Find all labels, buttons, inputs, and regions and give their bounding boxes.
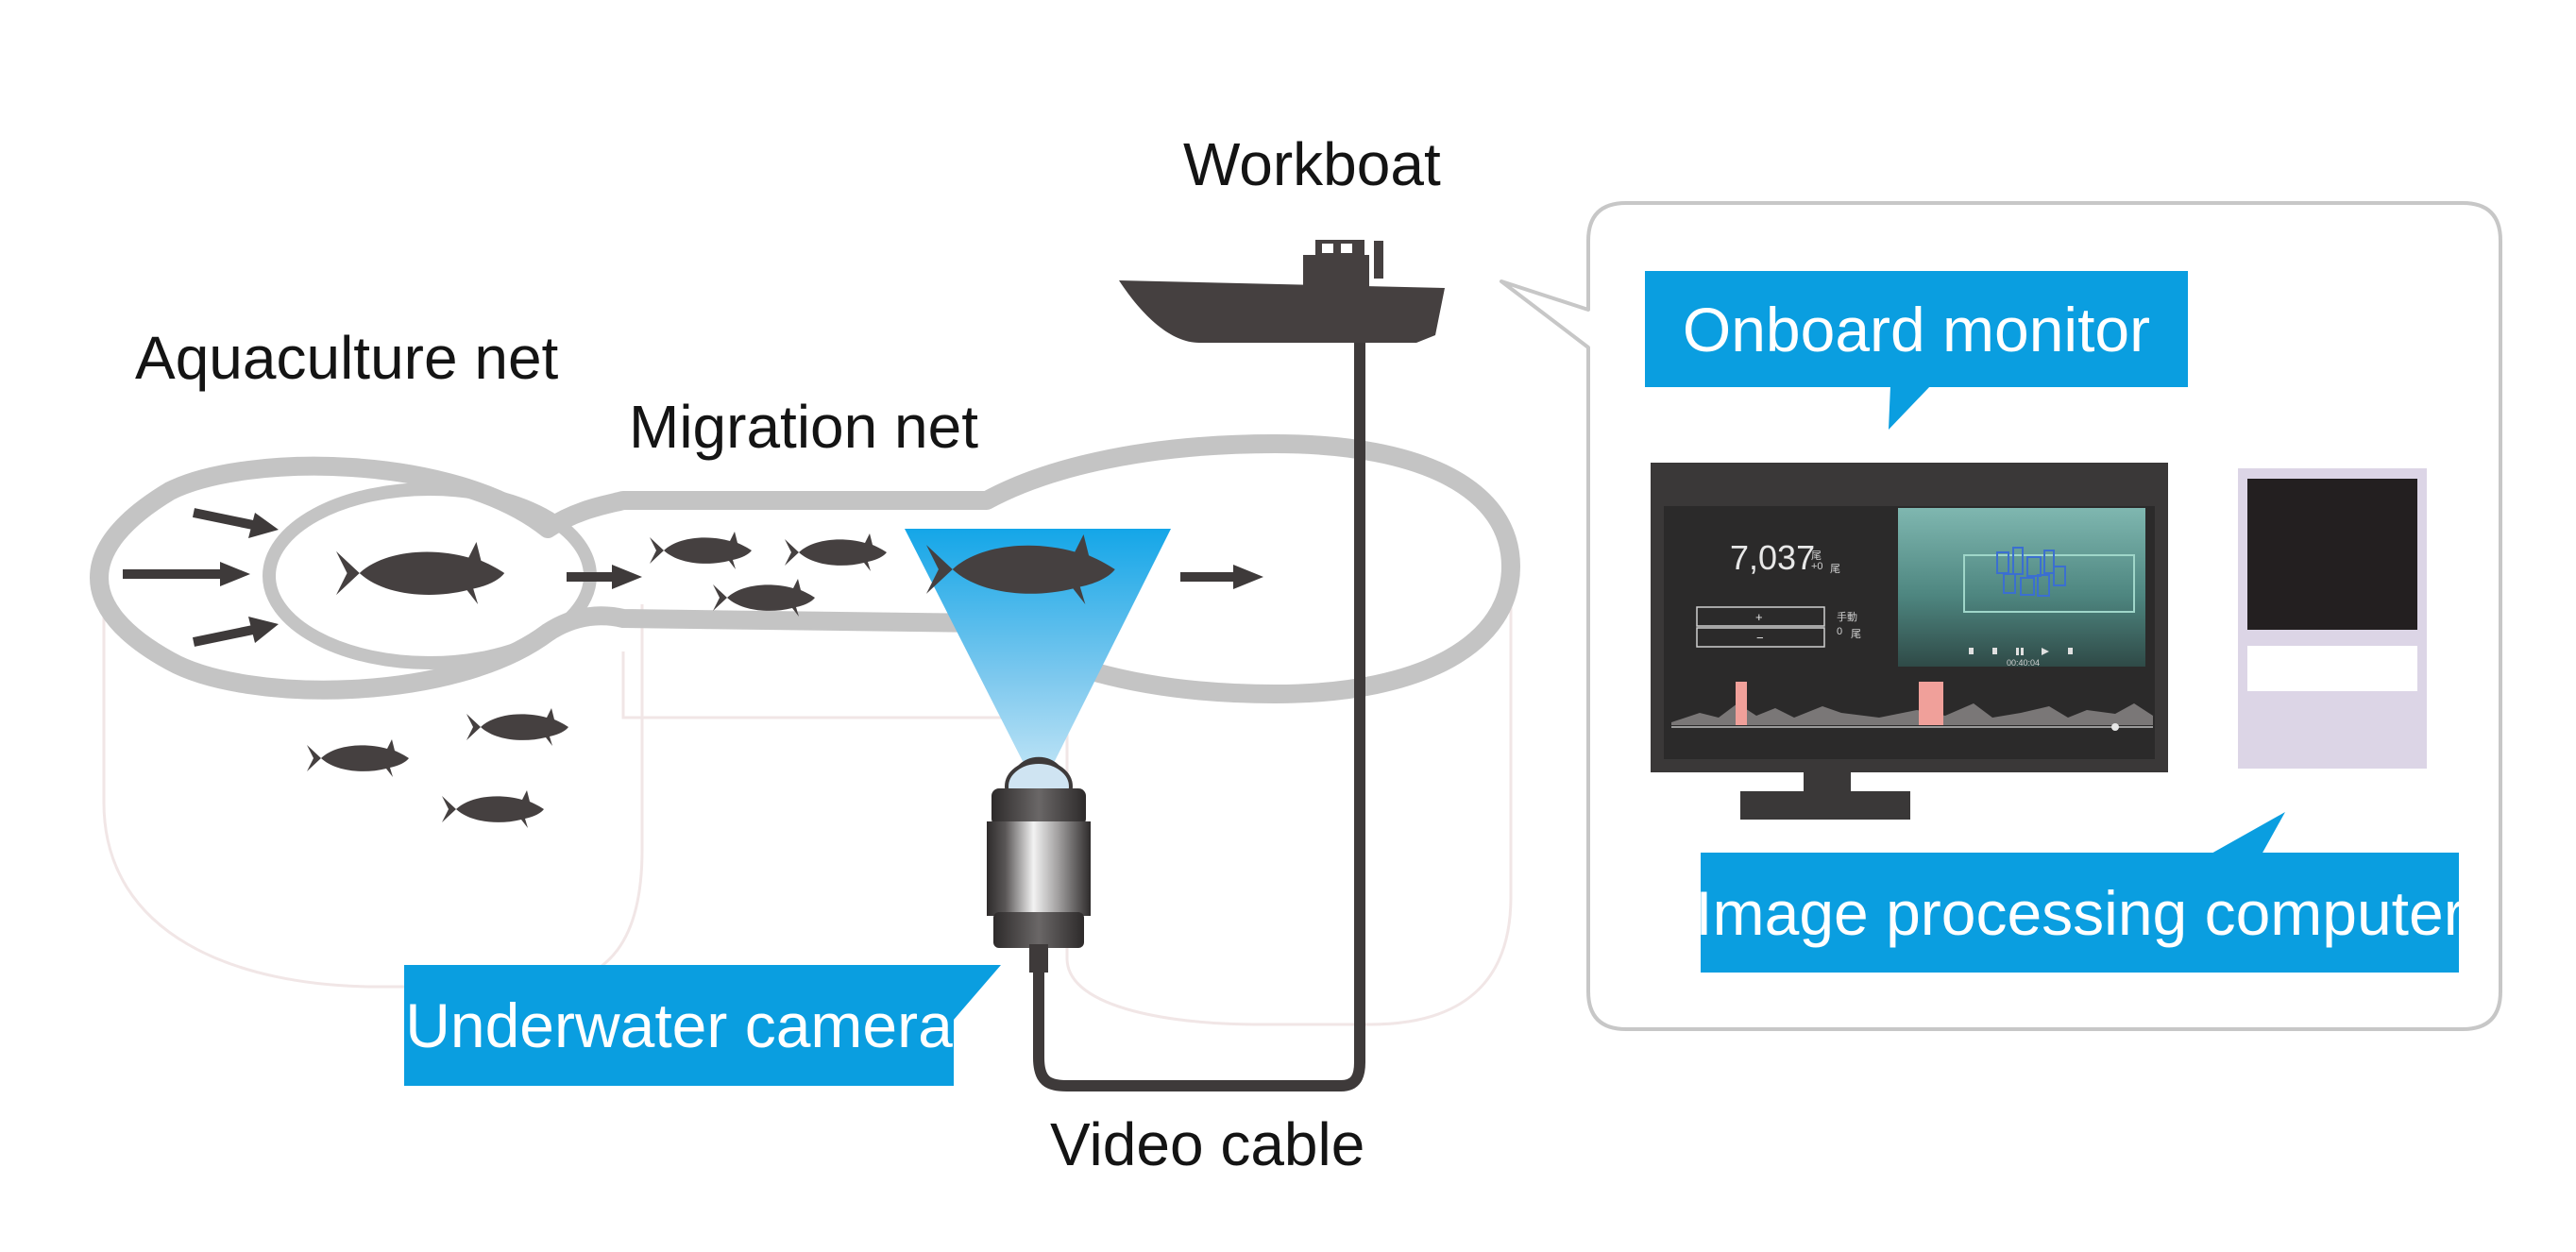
computer-screen xyxy=(2247,479,2417,630)
tuna-fish xyxy=(336,542,505,604)
activity-waveform xyxy=(1671,703,2153,725)
monitor-stand-base xyxy=(1740,791,1910,820)
flow-arrow-2 xyxy=(123,562,250,586)
fish-count-delta: +0 xyxy=(1811,561,1823,572)
playback-controls xyxy=(1969,648,2073,655)
image-processing-computer-icon xyxy=(2238,468,2427,769)
minus-button-outline xyxy=(1696,627,1825,648)
underwater-camera-tag-pointer xyxy=(954,965,1001,1020)
image-processing-computer-tag: Image processing computer xyxy=(1695,853,2465,973)
fish-count-value: 7,037 xyxy=(1730,538,1816,577)
aquaculture-net-underwater xyxy=(102,604,644,989)
flow-arrow-3 xyxy=(192,617,279,647)
camera-view-beam xyxy=(905,529,1171,774)
plus-button[interactable]: + xyxy=(1755,610,1763,624)
video-timestamp: 00:40:04 xyxy=(2007,658,2041,668)
onboard-monitor-tag: Onboard monitor xyxy=(1645,271,2188,387)
video-cable xyxy=(1033,321,1365,1091)
underwater-camera-icon xyxy=(987,756,1091,973)
highlight-marker xyxy=(1919,682,1943,725)
manual-adjust-unit: 尾 xyxy=(1851,629,1861,640)
playback-position xyxy=(2111,723,2119,731)
tuna-fish xyxy=(785,533,887,571)
plus-button-outline xyxy=(1696,606,1825,627)
minus-button[interactable]: − xyxy=(1756,631,1764,645)
tuna-fish xyxy=(466,708,568,746)
flow-arrow-4 xyxy=(567,565,642,589)
tuna-fish xyxy=(307,739,409,777)
aquaculture-net-label: Aquaculture net xyxy=(135,324,559,392)
flow-arrows xyxy=(123,508,1263,647)
tuna-fish xyxy=(650,532,752,569)
detection-boxes xyxy=(1996,547,2066,597)
migration-net-underwater xyxy=(621,567,1513,1026)
flow-arrow-5 xyxy=(1180,565,1263,589)
tuna-fish xyxy=(442,790,544,828)
flow-arrow-1 xyxy=(192,508,279,538)
onboard-monitor-tag-pointer xyxy=(1889,385,1931,430)
migration-net-label: Migration net xyxy=(629,393,978,461)
underwater-camera-tag: Underwater camera xyxy=(404,965,954,1086)
net-outline xyxy=(90,434,1520,703)
manual-adjust-value: 0 xyxy=(1837,626,1843,637)
computer-panel xyxy=(2247,646,2417,691)
workboat-label: Workboat xyxy=(1183,130,1441,198)
image-computer-tag-pointer xyxy=(2210,812,2285,854)
workboat-icon xyxy=(1119,240,1445,343)
onboard-monitor-icon xyxy=(1651,463,2168,820)
highlight-marker xyxy=(1736,682,1747,725)
fish-count-delta-unit: 尾 xyxy=(1830,564,1840,575)
video-cable-label: Video cable xyxy=(1050,1110,1365,1178)
fish-count-unit: 尾 xyxy=(1811,550,1822,562)
manual-adjust-label: 手動 xyxy=(1837,612,1857,623)
